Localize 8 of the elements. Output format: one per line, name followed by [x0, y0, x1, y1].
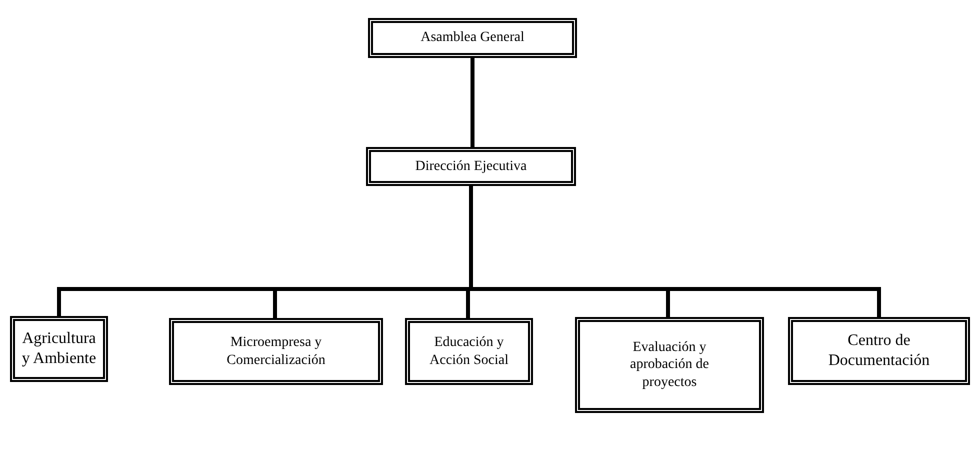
org-box: Centro de Documentación [788, 317, 970, 385]
org-box: Evaluación y aprobación de proyectos [575, 317, 764, 413]
org-box: Dirección Ejecutiva [366, 147, 576, 186]
org-box: Educación y Acción Social [405, 318, 533, 385]
org-box: Microempresa y Comercialización [169, 318, 383, 385]
connector-line [470, 58, 474, 147]
org-box: Agricultura y Ambiente [10, 316, 108, 382]
org-box: Asamblea General [368, 18, 577, 58]
